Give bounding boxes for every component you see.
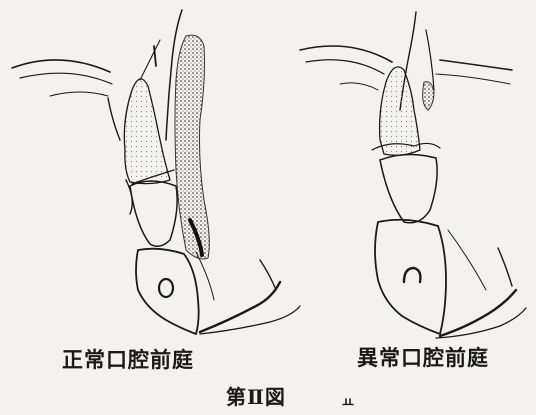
normal-vestibule-drawing [12,10,300,334]
pulp-canal [159,279,173,297]
figure-title: 第Ⅱ図 [226,381,286,410]
alveolar-bone [380,154,437,222]
lip-curve-lower [20,73,112,84]
figure-mark: ㅛ [342,392,355,411]
upper-tooth [380,67,420,155]
upper-tooth [124,79,170,184]
alveolar-bone [130,181,177,246]
lower-tooth [136,249,199,334]
lower-tooth [375,220,446,334]
lip-curve-inner [50,92,108,96]
abnormal-vestibule-drawing [300,12,526,338]
pulp-canal [404,268,420,282]
vestibule-fold [200,282,280,332]
vestibule-fold [440,290,516,336]
abnormal-vestibule-caption: 異常口腔前庭 [357,342,489,372]
lip-curve-upper [12,60,110,72]
lip-curve-lower [306,60,384,74]
mucosa-blob [423,82,434,110]
lip-curve-upper [300,46,392,62]
normal-vestibule-caption: 正常口腔前庭 [62,344,194,374]
